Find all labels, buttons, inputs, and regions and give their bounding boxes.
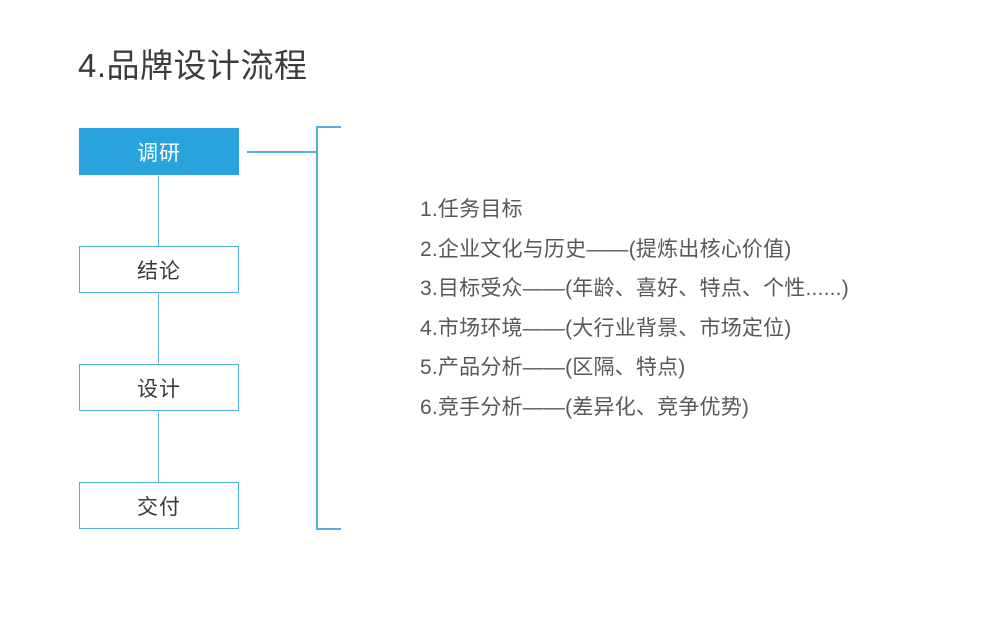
list-item: 1.任务目标 bbox=[420, 198, 523, 221]
bracket-vertical-line bbox=[316, 126, 318, 530]
connector-conclusion-to-design bbox=[158, 294, 159, 364]
list-item: 5.产品分析——(区隔、特点) bbox=[420, 356, 686, 379]
flow-step-label: 调研 bbox=[137, 141, 181, 165]
list-item: 6.竞手分析——(差异化、竞争优势) bbox=[420, 395, 750, 419]
flow-step-design[interactable]: 设计 bbox=[79, 364, 239, 411]
flow-step-research[interactable]: 调研 bbox=[79, 128, 239, 175]
detail-list: 1.任务目标 2.企业文化与历史——(提炼出核心价值) 3.目标受众——(年龄、… bbox=[420, 190, 940, 427]
connector-research-to-conclusion bbox=[158, 176, 159, 246]
flow-step-label: 结论 bbox=[137, 259, 181, 283]
connector-design-to-delivery bbox=[158, 412, 159, 482]
bracket-stub-top bbox=[316, 126, 341, 128]
list-item: 2.企业文化与历史——(提炼出核心价值) bbox=[420, 237, 792, 261]
bracket-arm-to-research bbox=[247, 151, 317, 153]
flow-step-label: 设计 bbox=[137, 377, 181, 401]
page-title: 4.品牌设计流程 bbox=[78, 47, 308, 84]
list-item: 3.目标受众——(年龄、喜好、特点、个性......) bbox=[420, 277, 849, 300]
list-item: 4.市场环境——(大行业背景、市场定位) bbox=[420, 316, 792, 340]
flow-step-delivery[interactable]: 交付 bbox=[79, 482, 239, 529]
bracket-stub-bottom bbox=[316, 528, 341, 530]
flow-step-conclusion[interactable]: 结论 bbox=[79, 246, 239, 293]
flow-step-label: 交付 bbox=[137, 495, 181, 519]
